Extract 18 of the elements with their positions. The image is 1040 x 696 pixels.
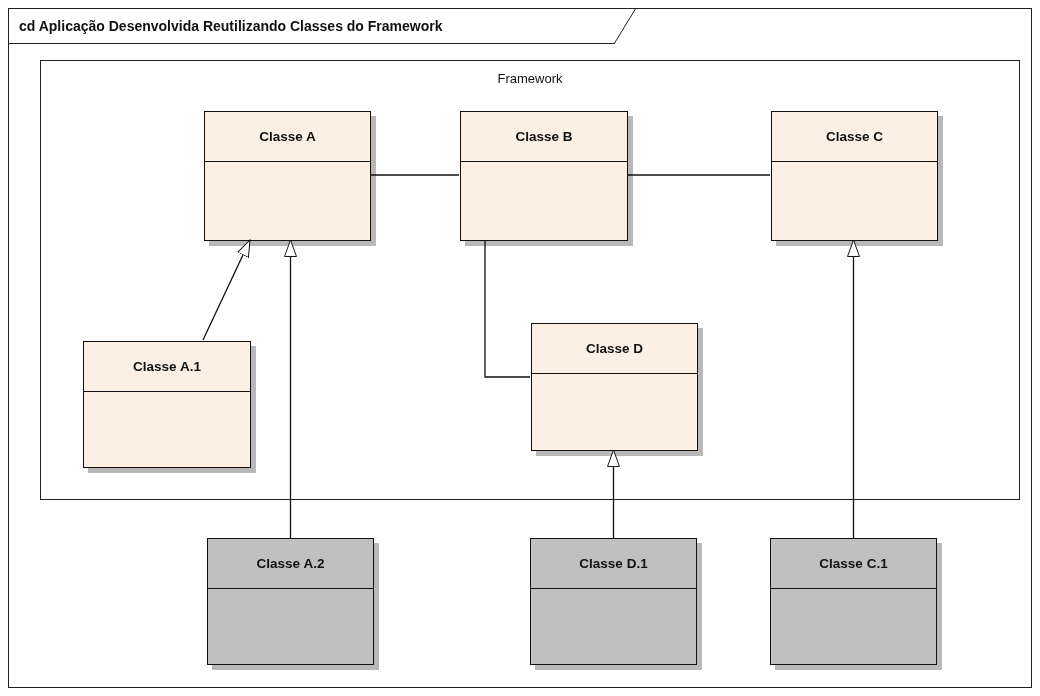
package-frame: [40, 60, 1020, 500]
package-label: Framework: [496, 71, 564, 86]
association-line: [626, 174, 771, 176]
class-name: Classe D.1: [579, 556, 648, 571]
association-line: [369, 174, 460, 176]
association-line: [484, 239, 531, 378]
generalization-arrow: [847, 239, 860, 539]
class-name: Classe D: [585, 341, 643, 356]
class-name: Classe A: [259, 129, 316, 144]
class-name: Classe B: [515, 129, 573, 144]
generalization-arrow: [607, 449, 620, 539]
class-name: Classe C.1: [819, 556, 888, 571]
class-name: Classe C: [825, 129, 883, 144]
generalization-arrow: [202, 239, 251, 341]
diagram-title: cd Aplicação Desenvolvida Reutilizando Classes do Framework: [8, 8, 614, 44]
class-name: Classe A.1: [133, 359, 201, 374]
class-name: Classe A.2: [256, 556, 325, 571]
generalization-arrow: [284, 239, 297, 539]
